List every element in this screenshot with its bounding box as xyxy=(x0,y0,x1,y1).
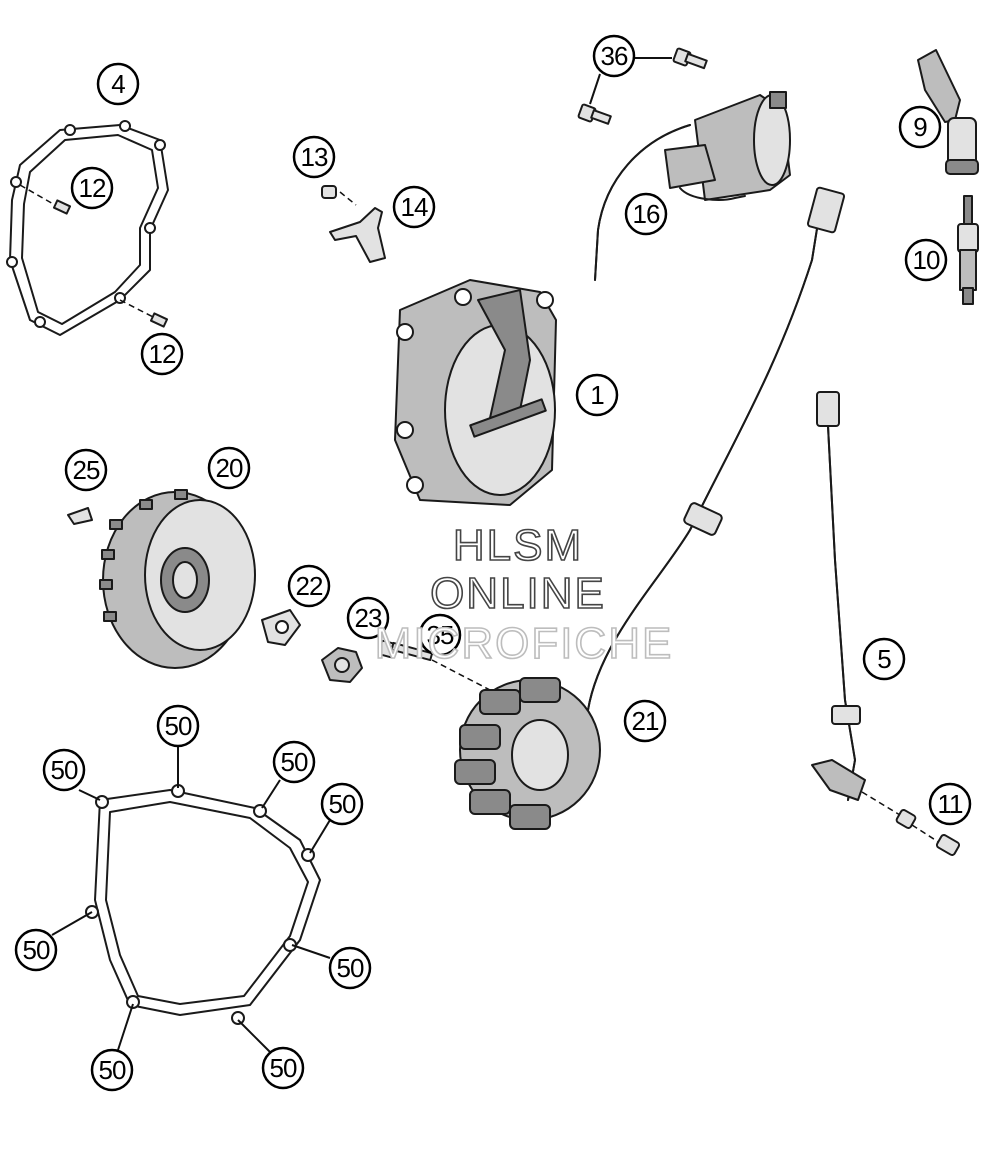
callout-21: 21 xyxy=(623,699,667,743)
callout-36-label: 36 xyxy=(601,41,628,71)
callout-23-label: 23 xyxy=(355,603,382,633)
callout-50-upper-left: 50 xyxy=(42,748,86,792)
callout-10: 10 xyxy=(904,238,948,282)
bolt-11 xyxy=(861,791,961,856)
callout-13-label: 13 xyxy=(301,142,328,172)
callout-50-right-label: 50 xyxy=(329,789,356,819)
callout-21-label: 21 xyxy=(632,706,659,736)
callout-20: 20 xyxy=(207,446,251,490)
nut-23 xyxy=(321,647,363,683)
callout-12-upper: 12 xyxy=(70,166,114,210)
callout-4-label: 4 xyxy=(111,69,125,99)
callout-50-bottom-right: 50 xyxy=(261,1046,305,1090)
callout-50-bottom-left-label: 50 xyxy=(99,1055,126,1085)
callout-35-label: 35 xyxy=(427,620,454,650)
callout-13: 13 xyxy=(292,135,336,179)
callout-50-bottom-left: 50 xyxy=(90,1048,134,1092)
bolt-36-upper xyxy=(672,47,708,70)
callout-50-left-label: 50 xyxy=(23,935,50,965)
callout-20-label: 20 xyxy=(216,453,243,483)
sensor-cable-5 xyxy=(811,391,866,801)
callout-22: 22 xyxy=(287,564,331,608)
watermark: HLSM ONLINE MICROFICHE xyxy=(374,520,674,669)
watermark-line-3: MICROFICHE xyxy=(375,619,674,668)
callout-50-top: 50 xyxy=(156,704,200,748)
callout-50-upper-right: 50 xyxy=(272,740,316,784)
callout-1: 1 xyxy=(575,373,619,417)
callout-35: 35 xyxy=(418,613,462,657)
callout-5-label: 5 xyxy=(877,644,891,674)
cover-gasket-top xyxy=(6,120,169,336)
watermark-line-2: ONLINE xyxy=(430,569,606,618)
bolt-36-lower xyxy=(577,103,612,125)
callout-5: 5 xyxy=(862,637,906,681)
callout-25-label: 25 xyxy=(73,455,100,485)
callout-50-upper-right-label: 50 xyxy=(281,747,308,777)
dowel-pin-lower xyxy=(119,299,169,328)
callout-50-bottom-right-label: 50 xyxy=(270,1053,297,1083)
callout-50-top-label: 50 xyxy=(165,711,192,741)
bolt-35 xyxy=(377,639,491,691)
spark-plug-10 xyxy=(957,195,979,305)
callout-1-label: 1 xyxy=(590,380,604,410)
callout-22-label: 22 xyxy=(296,571,323,601)
callout-50-lower-right-label: 50 xyxy=(337,953,364,983)
callout-12-lower: 12 xyxy=(140,332,184,376)
callout-4: 4 xyxy=(96,62,140,106)
ignition-cover-1 xyxy=(394,279,557,506)
callout-10-label: 10 xyxy=(913,245,940,275)
screw-13 xyxy=(321,185,357,206)
ignition-coil-16 xyxy=(594,91,791,281)
callout-12-upper-label: 12 xyxy=(79,173,106,203)
bracket-14 xyxy=(329,207,386,263)
callout-9-label: 9 xyxy=(913,112,927,142)
callout-50-upper-left-label: 50 xyxy=(51,755,78,785)
callout-11: 11 xyxy=(928,782,972,826)
callout-50-lower-right: 50 xyxy=(328,946,372,990)
callout-25: 25 xyxy=(64,448,108,492)
dowel-pin-upper xyxy=(19,184,72,215)
washer-22 xyxy=(261,609,301,646)
callout-12-lower-label: 12 xyxy=(149,339,176,369)
callout-36: 36 xyxy=(592,34,636,78)
callout-16-label: 16 xyxy=(633,199,660,229)
cover-gasket-bottom xyxy=(85,784,321,1025)
watermark-line-1: HLSM xyxy=(453,521,583,570)
woodruff-key-25 xyxy=(67,507,93,525)
stator-21 xyxy=(454,186,846,830)
callout-50-right: 50 xyxy=(320,782,364,826)
callout-9: 9 xyxy=(898,105,942,149)
callout-50-left: 50 xyxy=(14,928,58,972)
spark-plug-cap-9 xyxy=(917,49,979,175)
flywheel-20 xyxy=(99,489,256,669)
callout-11-label: 11 xyxy=(938,789,964,819)
callout-14-label: 14 xyxy=(401,192,428,222)
callout-14: 14 xyxy=(392,185,436,229)
callout-16: 16 xyxy=(624,192,668,236)
callout-23: 23 xyxy=(346,596,390,640)
